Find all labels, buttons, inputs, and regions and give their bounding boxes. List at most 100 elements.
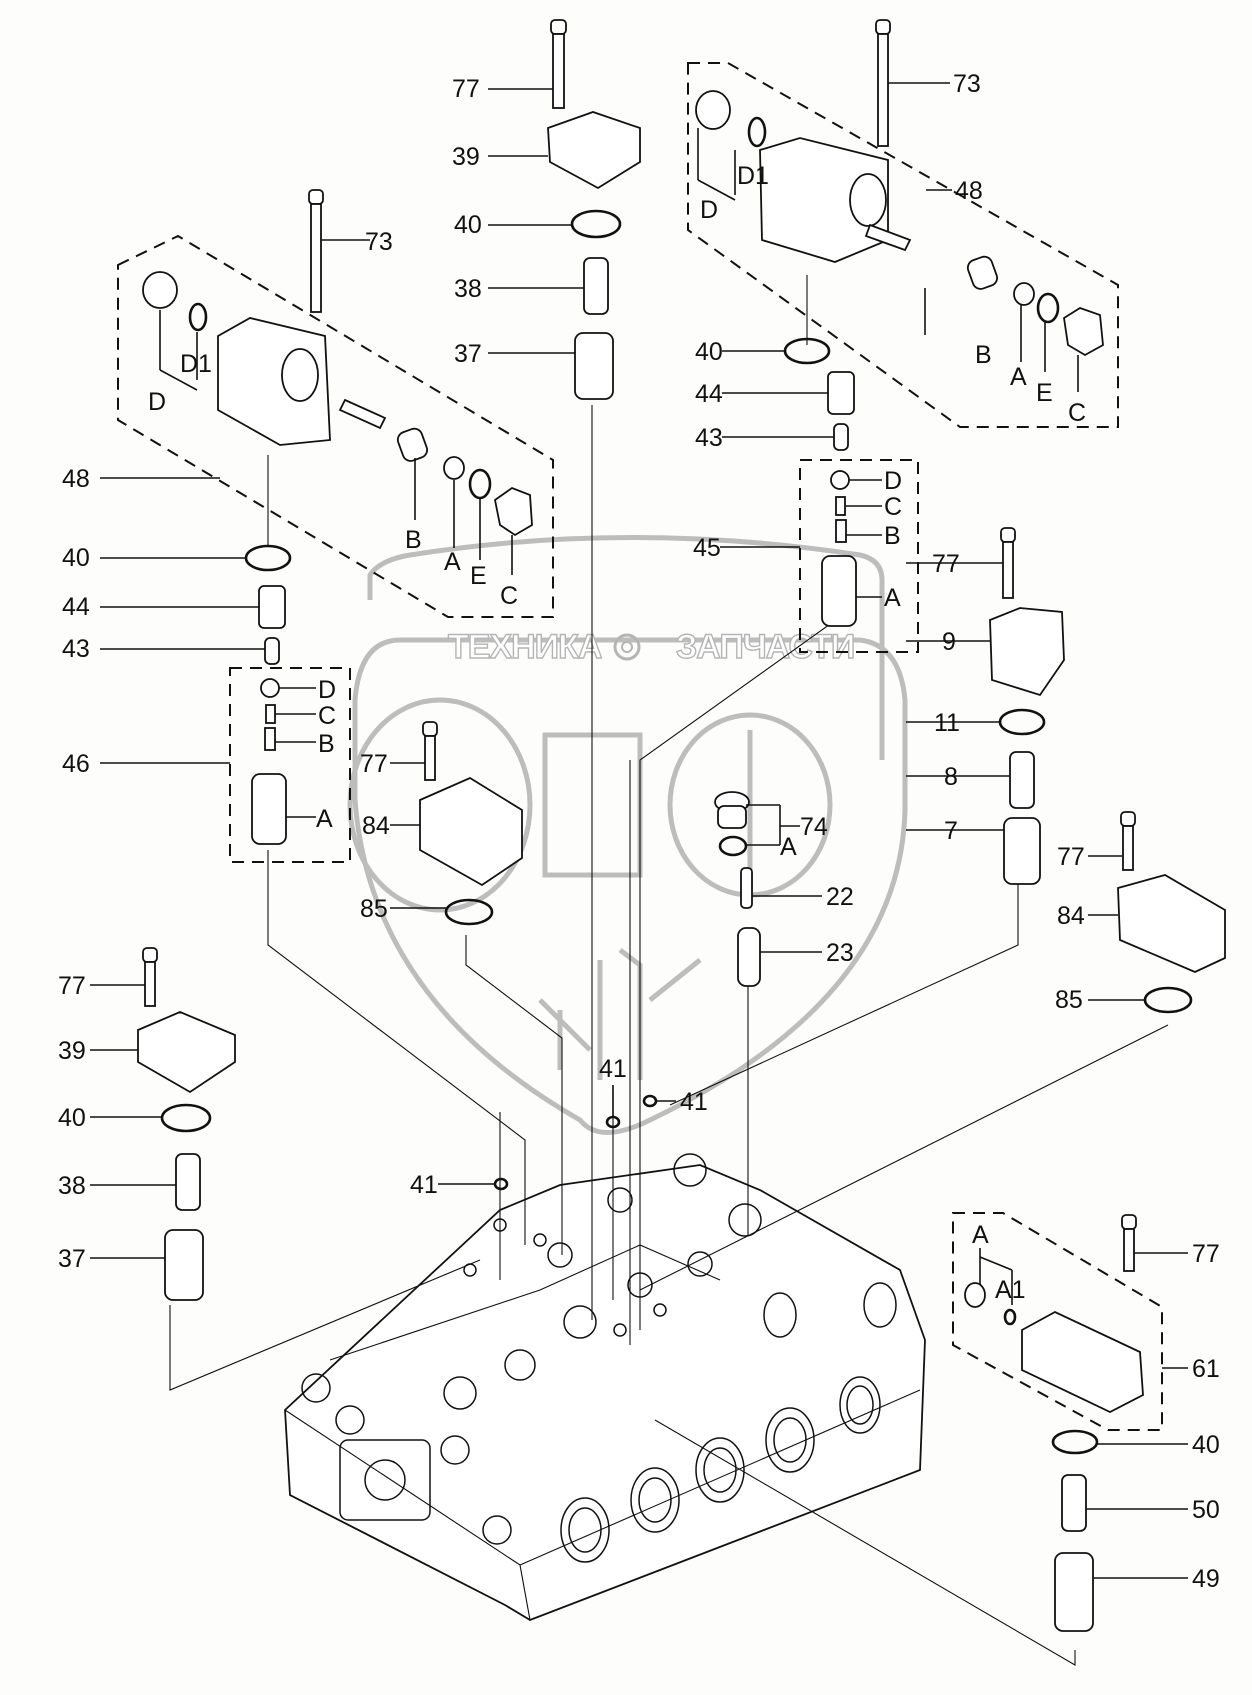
bottom-right-assembly <box>952 1212 1163 1632</box>
poppet-44-left <box>258 585 286 629</box>
left-stack <box>229 544 351 863</box>
watermark: ТЕХНИКА ЗАПЧАСТИ <box>347 535 908 1135</box>
valve-body <box>284 1153 926 1621</box>
oring-E <box>468 468 492 500</box>
gear-icon <box>613 633 641 661</box>
sub-label-E: E <box>470 562 487 590</box>
oring-40-low <box>160 1103 212 1133</box>
callout-84: 84 <box>1057 902 1085 930</box>
sub-label-B: B <box>884 522 901 550</box>
callout-23: 23 <box>826 939 854 967</box>
bolt-77-head <box>550 19 567 35</box>
sub-label-D1: D1 <box>180 350 212 378</box>
callout-43: 43 <box>62 635 90 663</box>
plug-D <box>142 271 178 309</box>
callout-73: 73 <box>953 70 981 98</box>
sub-label-D1: D1 <box>737 162 769 190</box>
callout-45: 45 <box>693 534 721 562</box>
callout-40: 40 <box>58 1104 86 1132</box>
group-box-46[interactable] <box>229 667 351 863</box>
cover-39-low <box>137 1011 236 1094</box>
oring-40 <box>570 209 622 239</box>
group-box-48-right[interactable] <box>687 62 1119 428</box>
callout-50: 50 <box>1192 1496 1220 1524</box>
callout-8: 8 <box>944 763 958 791</box>
callout-85: 85 <box>1055 986 1083 1014</box>
callout-7: 7 <box>944 817 958 845</box>
callout-22: 22 <box>826 883 854 911</box>
callout-44: 44 <box>695 380 723 408</box>
far-right-stack <box>1117 811 1226 1014</box>
callout-49: 49 <box>1192 1565 1220 1593</box>
sub-label-C: C <box>318 702 336 730</box>
sub-label-D: D <box>884 467 902 495</box>
oring-40-bottom <box>1051 1429 1099 1455</box>
sub-label-D: D <box>318 676 336 704</box>
sub-label-D: D <box>700 196 718 224</box>
callout-40: 40 <box>695 338 723 366</box>
spring-8 <box>1009 751 1035 809</box>
bolt-77 <box>552 33 565 109</box>
callout-74: 74 <box>800 813 828 841</box>
callout-48: 48 <box>955 177 983 205</box>
callout-77: 77 <box>360 750 388 778</box>
center-plugs <box>714 791 761 987</box>
sub-label-A: A <box>972 1221 989 1249</box>
oring-E-right <box>1036 292 1060 324</box>
left-relief-assembly <box>117 189 554 618</box>
sub-labels: D D1 B A E C D D1 B A E C D C B A D C B … <box>148 162 1086 1304</box>
cover-39 <box>547 111 641 190</box>
callout-38: 38 <box>454 275 482 303</box>
callout-41: 41 <box>680 1088 708 1116</box>
callout-9: 9 <box>942 628 956 656</box>
spring-38 <box>583 257 609 315</box>
sub-label-D: D <box>148 388 166 416</box>
spool-37-low <box>164 1229 204 1301</box>
leader-lines <box>169 405 1169 1666</box>
oring-40-left <box>244 544 292 572</box>
spool-49 <box>1054 1552 1094 1632</box>
sub-label-C: C <box>884 493 902 521</box>
callout-39: 39 <box>58 1037 86 1065</box>
cartridge-46-A <box>251 773 287 845</box>
callout-77: 77 <box>1192 1240 1220 1268</box>
callout-77: 77 <box>932 550 960 578</box>
callout-37: 37 <box>58 1245 86 1273</box>
callout-41: 41 <box>410 1171 438 1199</box>
callout-77: 77 <box>1057 843 1085 871</box>
sub-label-E: E <box>1036 379 1053 407</box>
oring-85-mid <box>444 898 494 926</box>
plug-C <box>494 486 533 537</box>
right-relief-assembly <box>687 19 1119 428</box>
spring-22 <box>740 867 753 909</box>
oring-11 <box>998 708 1046 736</box>
group-box-45[interactable] <box>799 459 919 653</box>
callout-40: 40 <box>1192 1431 1220 1459</box>
callout-43: 43 <box>695 424 723 452</box>
sub-label-A: A <box>316 805 333 833</box>
sub-label-A: A <box>884 584 901 612</box>
right-mid-stack <box>989 527 1065 885</box>
group-box-61[interactable] <box>952 1212 1163 1431</box>
callout-11: 11 <box>934 709 960 737</box>
callout-39: 39 <box>452 143 480 171</box>
plug-C-right <box>1063 307 1104 357</box>
oring-D1-right <box>747 116 767 148</box>
right-stack <box>783 337 919 653</box>
watermark-letter-e <box>347 697 533 913</box>
group-box-48-left[interactable] <box>117 234 554 618</box>
spool-23 <box>737 927 761 987</box>
callout-73: 73 <box>365 228 393 256</box>
callout-84: 84 <box>362 812 390 840</box>
seat-A-right <box>1013 282 1035 306</box>
sub-label-A: A <box>1010 363 1027 391</box>
spring-43-left <box>264 637 280 665</box>
block-9 <box>989 607 1065 697</box>
cartridge-45-A <box>821 555 857 627</box>
cover-84-mid <box>419 776 523 887</box>
sub-label-C: C <box>500 582 518 610</box>
spring-38-low <box>175 1153 201 1211</box>
plug-D-right <box>695 90 731 130</box>
cover-84-right <box>1117 874 1226 973</box>
